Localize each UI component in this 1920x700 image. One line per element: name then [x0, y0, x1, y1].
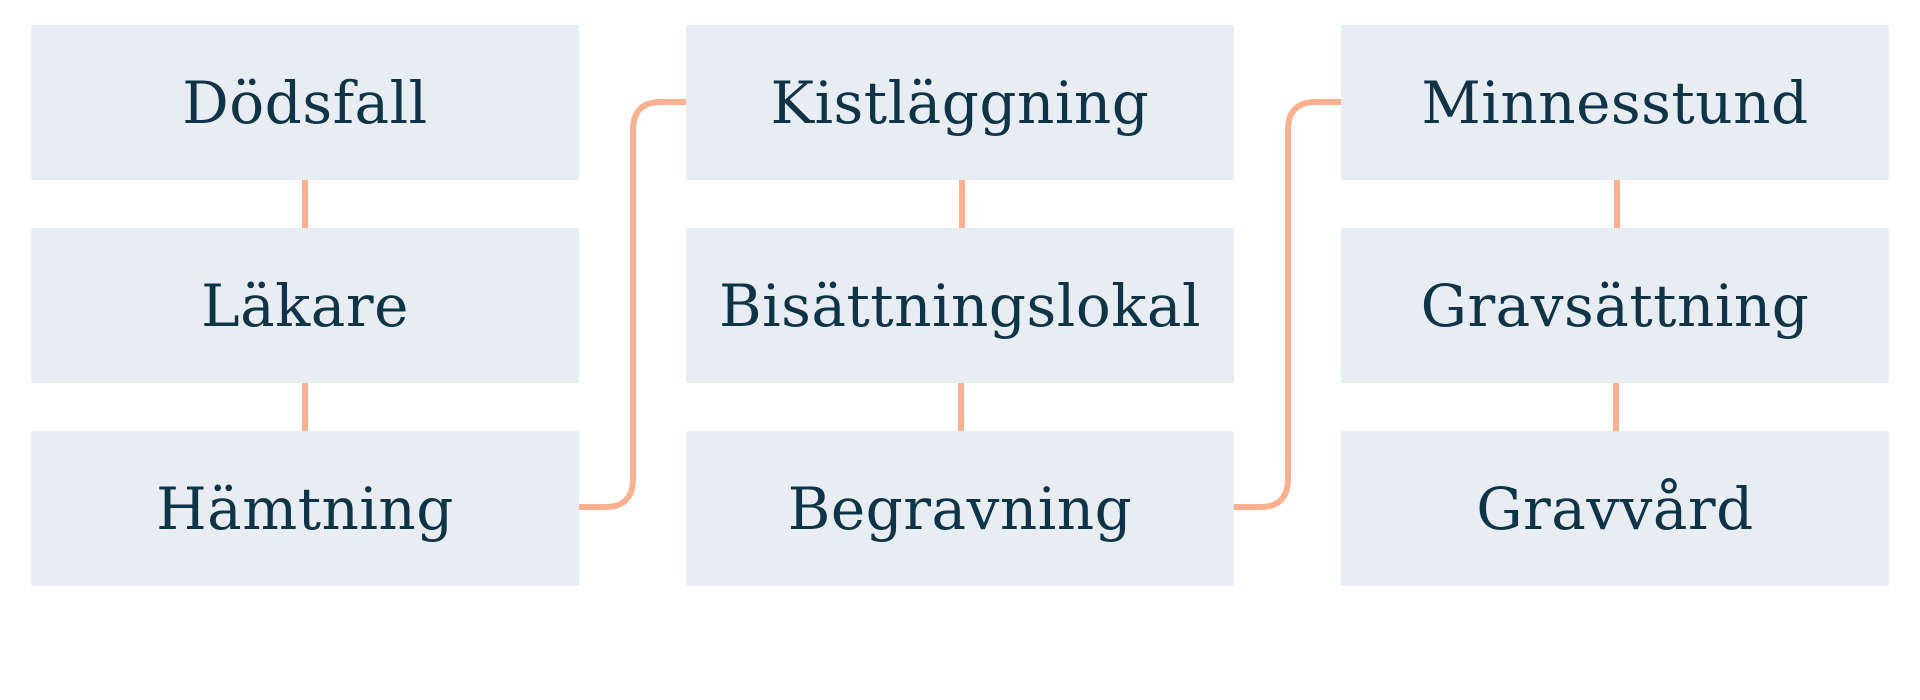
step-label: Minnesstund — [1421, 68, 1809, 137]
step-label: Bisättningslokal — [718, 271, 1202, 340]
step-box: Bisättningslokal — [686, 228, 1234, 383]
connector-col2-to-col3 — [1234, 99, 1341, 510]
step-box: Begravning — [686, 431, 1234, 586]
step-label: Dödsfall — [182, 68, 428, 137]
step-label: Hämtning — [156, 474, 454, 543]
step-label: Gravvård — [1476, 474, 1754, 543]
step-label: Läkare — [201, 271, 409, 340]
step-box: Kistläggning — [686, 25, 1234, 180]
step-box: Gravvård — [1341, 431, 1889, 586]
step-box: Läkare — [31, 228, 579, 383]
step-box: Hämtning — [31, 431, 579, 586]
step-box: Minnesstund — [1341, 25, 1889, 180]
step-box: Gravsättning — [1341, 228, 1889, 383]
step-box: Dödsfall — [31, 25, 579, 180]
step-label: Gravsättning — [1420, 271, 1810, 340]
step-label: Begravning — [787, 474, 1133, 543]
connector-col1-to-col2 — [579, 99, 686, 510]
step-label: Kistläggning — [770, 68, 1150, 137]
